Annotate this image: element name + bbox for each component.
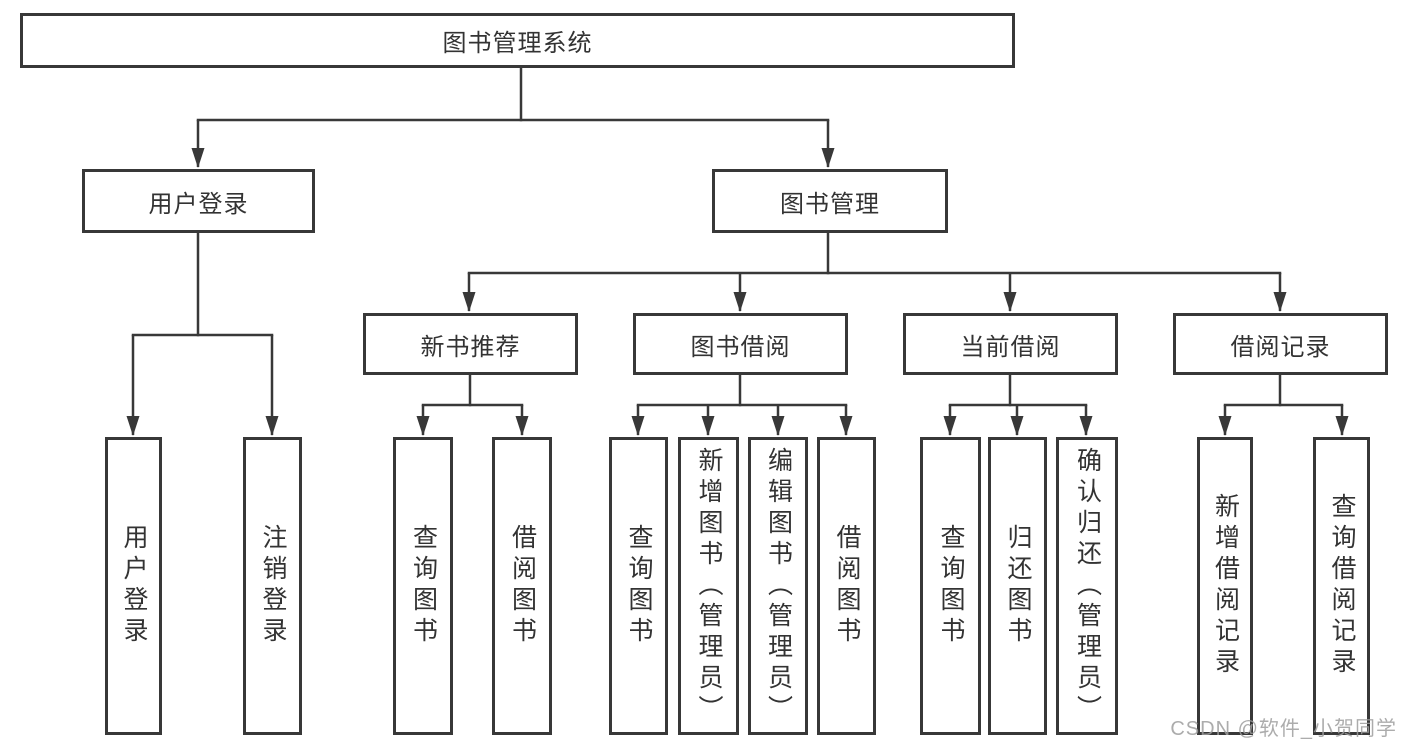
node-root-system: 图书管理系统 xyxy=(20,13,1015,68)
leaf-cb-confirm-return-admin-label: 确认归还（管理员） xyxy=(1073,446,1102,726)
node-current-borrowing-label: 当前借阅 xyxy=(960,333,1061,361)
leaf-bb-borrow-books: 借阅图书 xyxy=(817,437,876,735)
leaf-cb-return-books-label: 归还图书 xyxy=(1004,524,1032,648)
leaf-bb-add-books-admin-label: 新增图书（管理员） xyxy=(695,446,723,726)
leaf-rec-borrow-books-label: 借阅图书 xyxy=(508,524,537,648)
connector-book-borrow-children xyxy=(631,373,853,436)
leaf-cb-return-books: 归还图书 xyxy=(988,437,1047,735)
node-borrowing-records-label: 借阅记录 xyxy=(1230,333,1331,361)
leaf-br-add-record-label: 新增借阅记录 xyxy=(1211,493,1240,679)
node-user-login: 用户登录 xyxy=(82,169,315,233)
connector-user-login-children xyxy=(126,231,279,436)
node-new-book-recommendation-label: 新书推荐 xyxy=(420,333,521,361)
leaf-cb-confirm-return-admin: 确认归还（管理员） xyxy=(1056,437,1118,735)
node-user-login-label: 用户登录 xyxy=(148,190,249,218)
leaf-bb-borrow-books-label: 借阅图书 xyxy=(833,524,861,648)
node-root-system-label: 图书管理系统 xyxy=(442,30,593,57)
connector-borrow-records-children xyxy=(1218,373,1349,436)
leaf-user-login-label: 用户登录 xyxy=(120,524,148,648)
leaf-logout-label: 注销登录 xyxy=(259,524,287,648)
connector-book-mgmt-to-level3 xyxy=(462,231,1287,312)
leaf-logout: 注销登录 xyxy=(243,437,302,735)
leaf-rec-borrow-books: 借阅图书 xyxy=(492,437,552,735)
node-new-book-recommendation: 新书推荐 xyxy=(363,313,578,375)
leaf-cb-query-books: 查询图书 xyxy=(920,437,981,735)
leaf-cb-query-books-label: 查询图书 xyxy=(937,524,965,648)
leaf-bb-edit-books-admin: 编辑图书（管理员） xyxy=(748,437,808,735)
connector-new-book-rec-children xyxy=(416,373,529,436)
leaf-br-query-record: 查询借阅记录 xyxy=(1313,437,1370,735)
connector-current-borrow-children xyxy=(943,373,1093,436)
node-book-borrowing-label: 图书借阅 xyxy=(690,333,791,361)
node-book-borrowing: 图书借阅 xyxy=(633,313,848,375)
leaf-br-query-record-label: 查询借阅记录 xyxy=(1328,493,1356,679)
node-book-management-label: 图书管理 xyxy=(780,190,880,218)
leaf-bb-add-books-admin: 新增图书（管理员） xyxy=(678,437,739,735)
connector-root-to-level2 xyxy=(191,66,835,168)
leaf-br-add-record: 新增借阅记录 xyxy=(1197,437,1253,735)
node-borrowing-records: 借阅记录 xyxy=(1173,313,1388,375)
node-book-management: 图书管理 xyxy=(712,169,948,233)
leaf-bb-query-books: 查询图书 xyxy=(609,437,668,735)
leaf-bb-query-books-label: 查询图书 xyxy=(625,524,653,648)
leaf-rec-query-books: 查询图书 xyxy=(393,437,453,735)
leaf-rec-query-books-label: 查询图书 xyxy=(409,524,438,648)
leaf-bb-edit-books-admin-label: 编辑图书（管理员） xyxy=(764,446,793,726)
leaf-user-login: 用户登录 xyxy=(105,437,162,735)
node-current-borrowing: 当前借阅 xyxy=(903,313,1118,375)
